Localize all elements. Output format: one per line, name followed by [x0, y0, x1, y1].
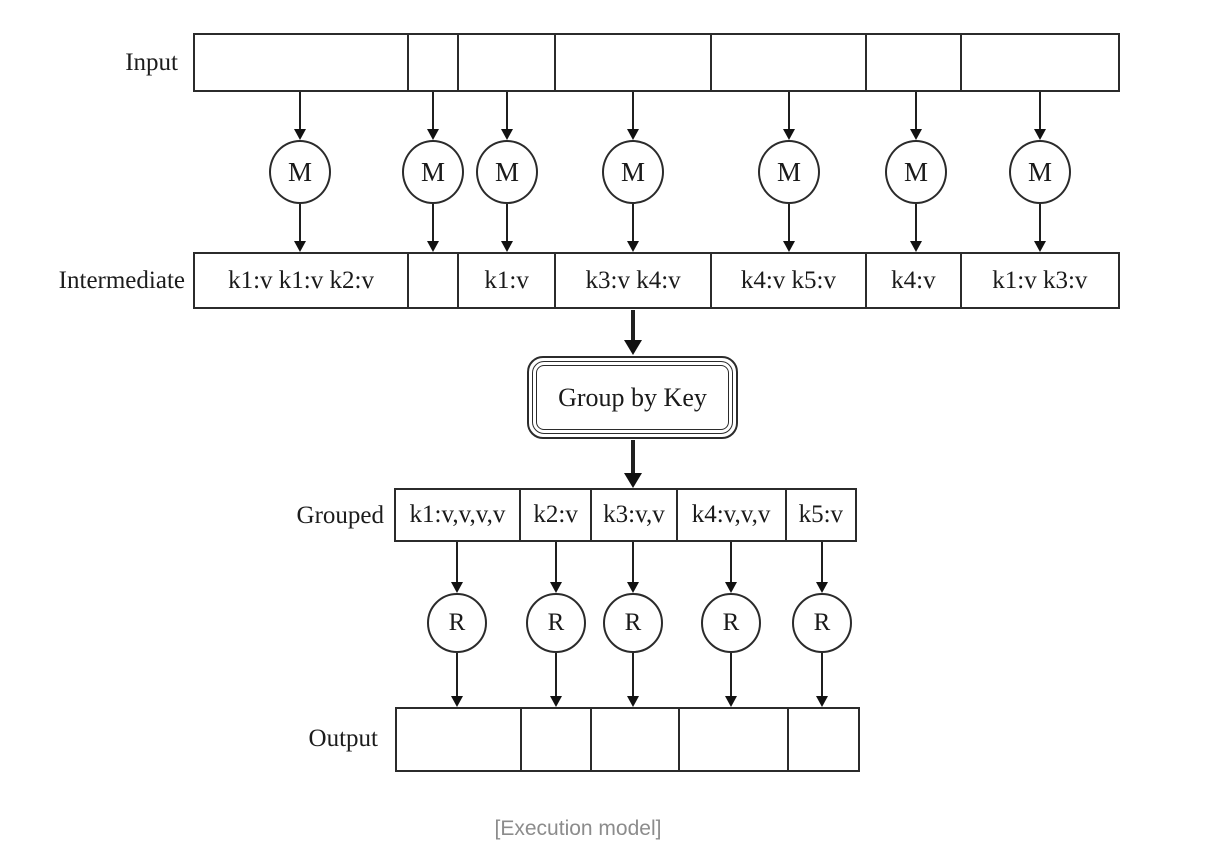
down-arrow-icon	[783, 92, 795, 140]
group-by-key-label: Group by Key	[536, 365, 729, 430]
down-arrow-icon	[1034, 92, 1046, 140]
reduce-node: R	[701, 593, 761, 653]
intermediate-segment: k3:v k4:v	[556, 254, 712, 307]
map-node: M	[402, 140, 464, 204]
down-arrow-icon	[910, 92, 922, 140]
output-segment	[522, 709, 593, 770]
intermediate-row-label: Intermediate	[58, 267, 185, 294]
output-segment	[680, 709, 789, 770]
map-node: M	[885, 140, 947, 204]
down-arrow-icon	[427, 204, 439, 252]
reduce-node: R	[427, 593, 487, 653]
down-arrow-icon	[501, 92, 513, 140]
down-arrow-icon	[725, 653, 737, 707]
down-arrow-icon	[1034, 204, 1046, 252]
grouped-row-label: Grouped	[296, 502, 384, 529]
reduce-node: R	[792, 593, 852, 653]
down-arrow-icon	[451, 653, 463, 707]
grouped-segment: k3:v,v	[592, 490, 678, 540]
intermediate-segment: k1:v k1:v k2:v	[195, 254, 410, 307]
input-segment	[867, 35, 962, 90]
input-segment	[409, 35, 459, 90]
input-segment	[556, 35, 712, 90]
down-arrow-icon	[550, 653, 562, 707]
down-arrow-icon	[294, 204, 306, 252]
group-by-key-box: Group by Key	[527, 356, 738, 439]
map-node: M	[602, 140, 664, 204]
map-node: M	[476, 140, 538, 204]
down-arrow-icon	[627, 542, 639, 593]
down-arrow-icon	[294, 92, 306, 140]
input-segment	[712, 35, 868, 90]
intermediate-bar: k1:v k1:v k2:v k1:v k3:v k4:v k4:v k5:v …	[193, 252, 1120, 309]
grouped-segment: k1:v,v,v,v	[396, 490, 521, 540]
input-segment	[195, 35, 410, 90]
grouped-bar: k1:v,v,v,v k2:v k3:v,v k4:v,v,v k5:v	[394, 488, 857, 542]
grouped-segment: k5:v	[798, 501, 844, 528]
output-segment	[789, 709, 858, 770]
down-arrow-icon	[627, 204, 639, 252]
map-node: M	[758, 140, 820, 204]
intermediate-segment: k1:v	[459, 254, 557, 307]
down-arrow-icon	[627, 92, 639, 140]
down-arrow-icon	[910, 204, 922, 252]
input-bar	[193, 33, 1120, 92]
down-arrow-icon	[451, 542, 463, 593]
down-arrow-icon	[627, 653, 639, 707]
reduce-node: R	[526, 593, 586, 653]
intermediate-segment	[409, 254, 459, 307]
intermediate-segment: k1:v k3:v	[992, 266, 1088, 294]
input-segment	[962, 35, 1118, 90]
map-node: M	[1009, 140, 1071, 204]
caption: [Execution model]	[494, 817, 662, 840]
grouped-segment: k4:v,v,v	[678, 490, 787, 540]
output-row-label: Output	[308, 725, 378, 752]
down-arrow-icon	[816, 542, 828, 593]
grouped-segment: k2:v	[521, 490, 593, 540]
down-arrow-icon	[783, 204, 795, 252]
output-segment	[397, 709, 522, 770]
group-by-key-border: Group by Key	[532, 361, 733, 434]
input-segment	[459, 35, 557, 90]
down-arrow-icon	[624, 310, 642, 355]
intermediate-segment: k4:v k5:v	[712, 254, 868, 307]
input-row-label: Input	[125, 49, 178, 76]
down-arrow-icon	[550, 542, 562, 593]
intermediate-segment: k4:v	[867, 254, 962, 307]
down-arrow-icon	[725, 542, 737, 593]
output-bar	[395, 707, 860, 772]
reduce-node: R	[603, 593, 663, 653]
down-arrow-icon	[816, 653, 828, 707]
down-arrow-icon	[624, 440, 642, 488]
output-segment	[592, 709, 680, 770]
map-node: M	[269, 140, 331, 204]
down-arrow-icon	[427, 92, 439, 140]
down-arrow-icon	[501, 204, 513, 252]
